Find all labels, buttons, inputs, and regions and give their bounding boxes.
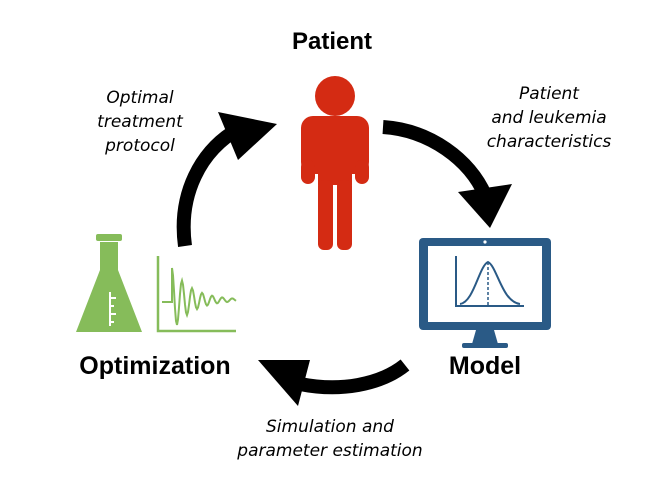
flask-icon — [76, 234, 142, 332]
edge-label-line: characteristics — [486, 132, 612, 152]
person-icon — [301, 76, 369, 250]
edge-label-line: protocol — [105, 136, 175, 156]
edge-label-model-to-optimization: Simulation and parameter estimation — [230, 415, 430, 463]
edge-label-line: and leukemia — [491, 108, 607, 128]
edge-label-line: Optimal — [106, 88, 174, 108]
edge-label-line: Patient — [519, 84, 579, 104]
arrow-patient-to-model — [382, 120, 512, 228]
edge-label-line: parameter estimation — [237, 441, 423, 461]
arrow-optimization-to-patient — [176, 112, 277, 247]
edge-label-line: treatment — [97, 112, 183, 132]
node-title-model: Model — [448, 352, 522, 380]
node-title-optimization: Optimization — [79, 352, 231, 380]
node-title-patient: Patient — [291, 28, 372, 55]
oscillation-graph-icon — [156, 256, 237, 333]
monitor-icon — [419, 238, 551, 348]
edge-label-line: Simulation and — [266, 417, 394, 437]
arrow-model-to-optimization — [258, 359, 410, 406]
edge-label-patient-to-model: Patient and leukemia characteristics — [474, 82, 624, 154]
edge-label-optimization-to-patient: Optimal treatment protocol — [70, 86, 210, 158]
